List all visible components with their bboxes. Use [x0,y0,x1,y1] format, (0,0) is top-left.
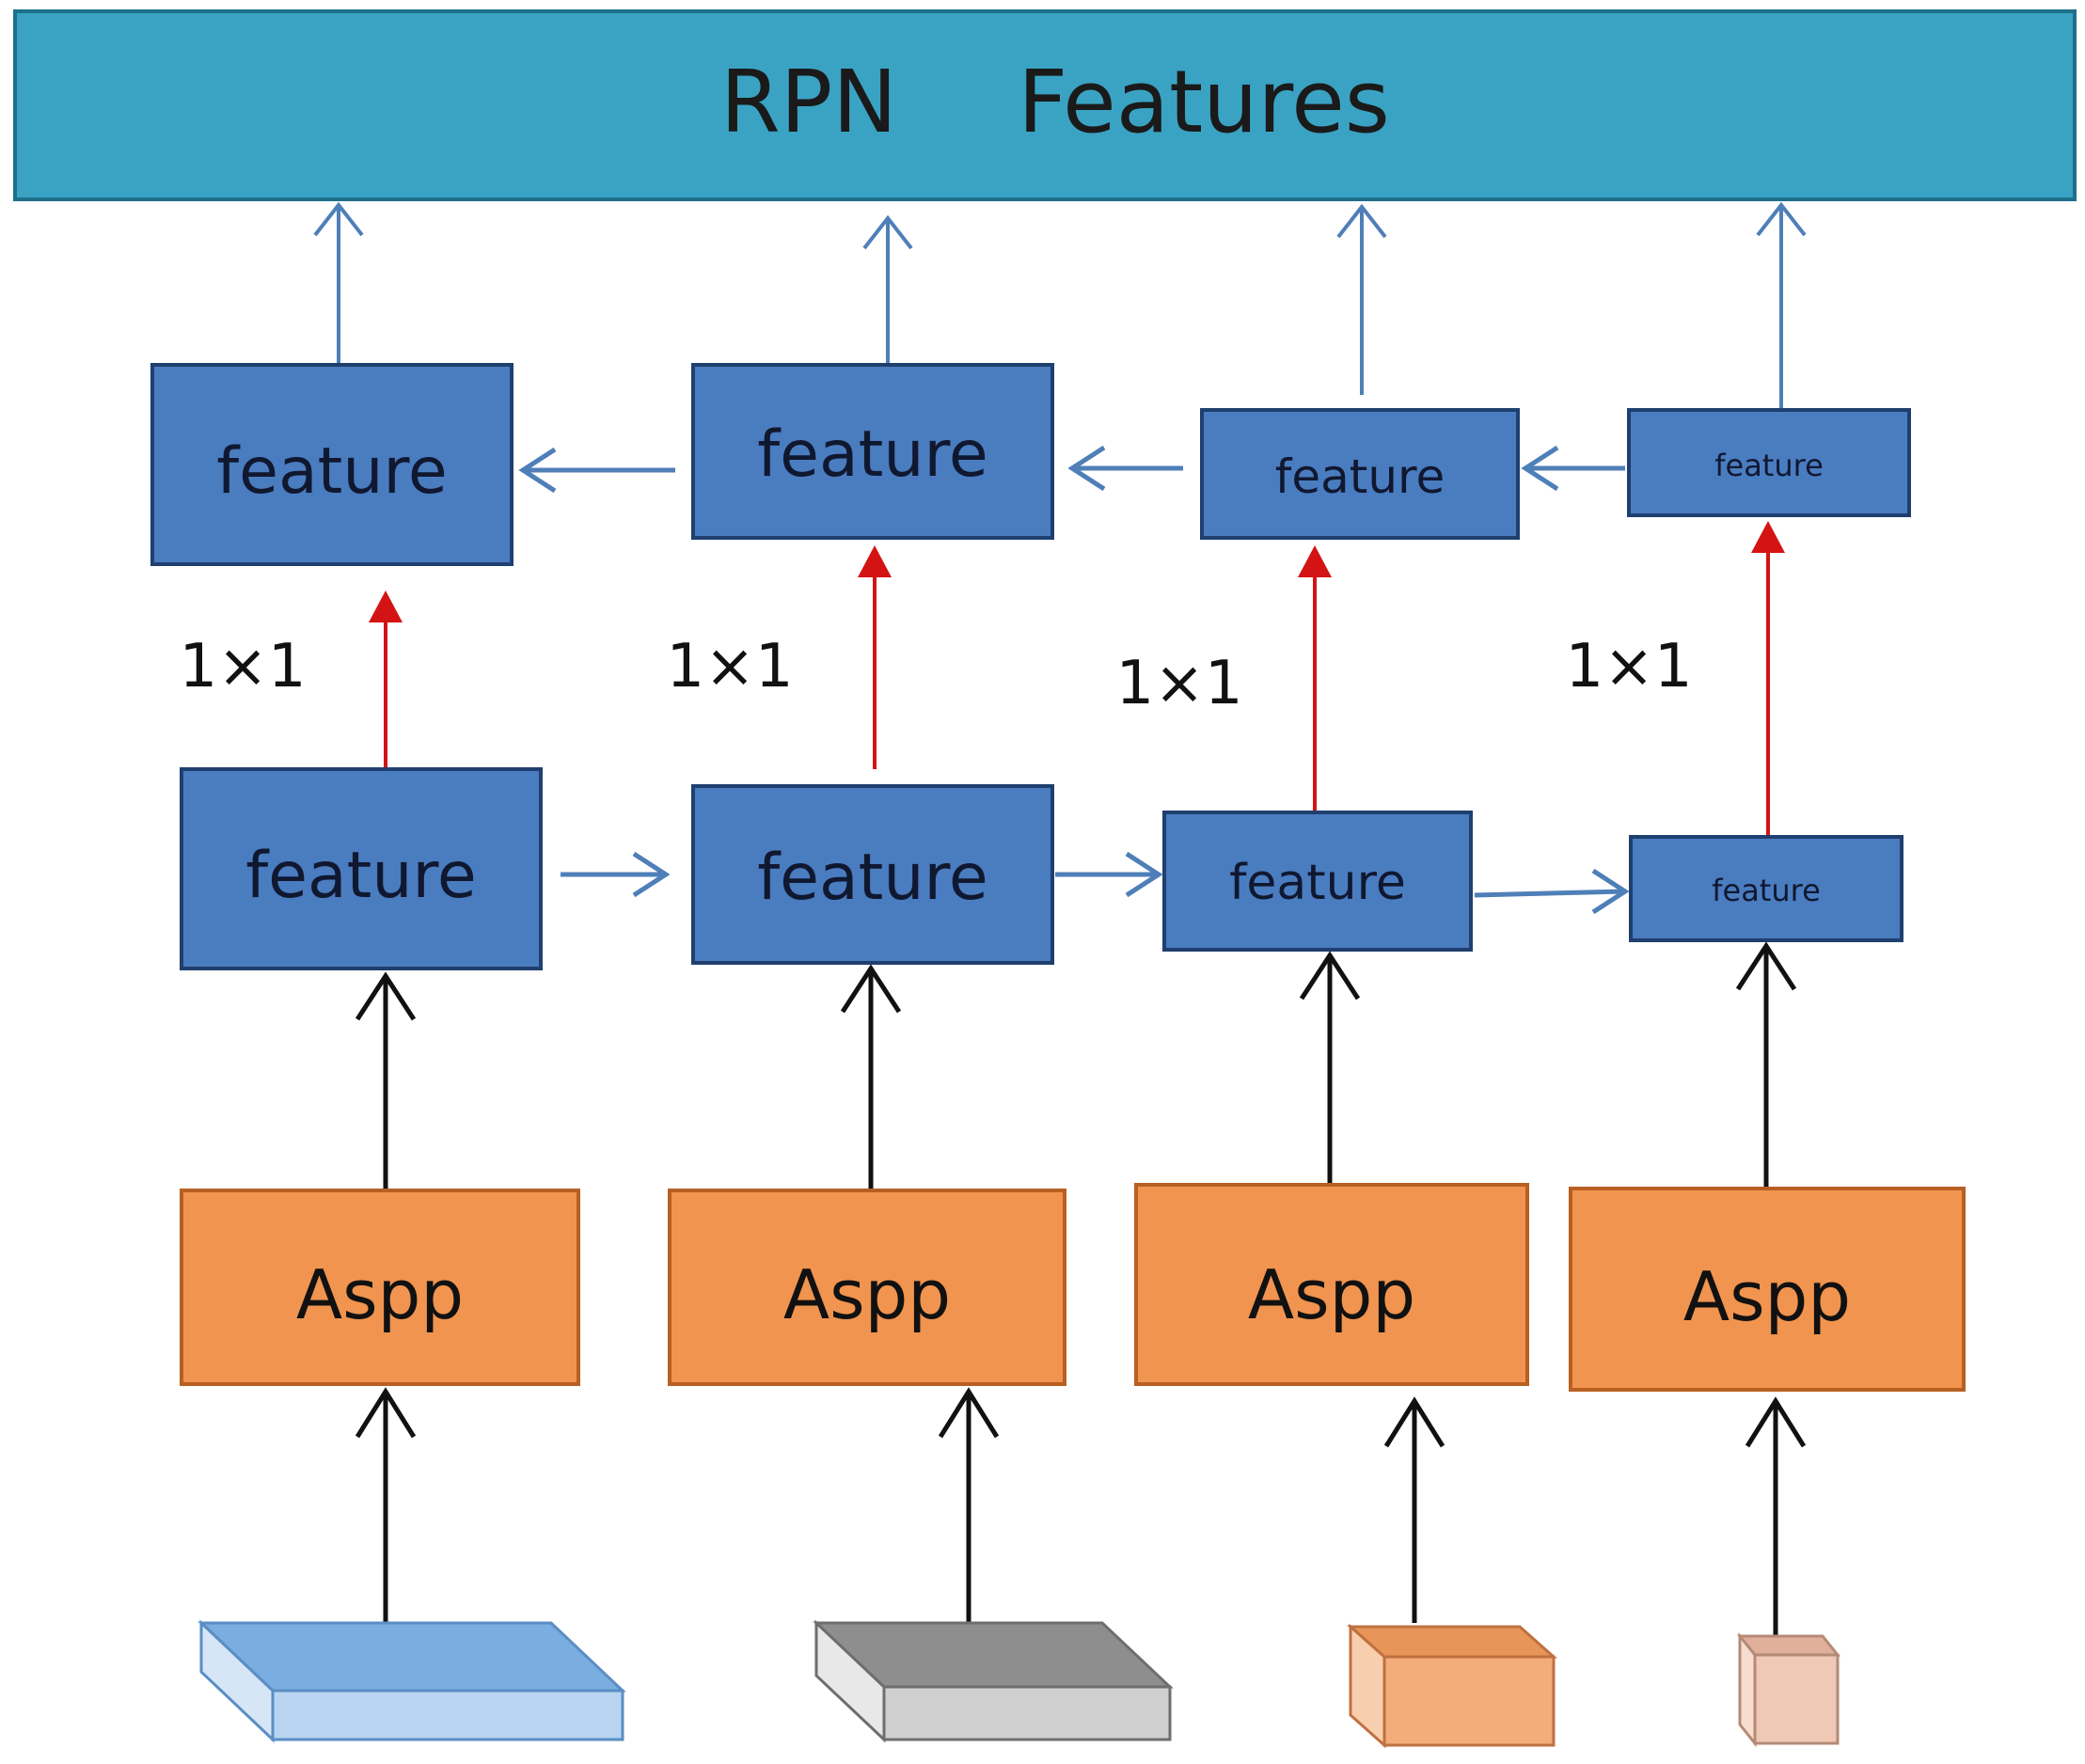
aspp-box-2 [668,1189,1066,1386]
bottom-up-arrows [561,851,1630,915]
rpn-features-header: RPN Features [13,9,2077,201]
mid-feature-label-4: feature [1712,873,1821,908]
top-feature-box-4 [1627,408,1911,517]
header-title-features: Features [1018,52,1390,152]
top-feature-label-2: feature [757,417,988,492]
top-feature-box-2 [691,363,1054,540]
top-feature-box-3 [1200,408,1520,540]
output-arrows [313,201,1807,410]
input-maps [197,1619,1841,1749]
top-feature-row: feature feature feature feature [150,363,1911,566]
mid-feature-box-3 [1162,811,1473,952]
aspp-label-4: Aspp [1683,1257,1851,1336]
mid-feature-box-4 [1629,835,1903,942]
aspp-label-2: Aspp [783,1255,951,1334]
input-map-blue [197,1619,626,1743]
conv-label-1: 1×1 [179,632,306,701]
mid-feature-box-1 [180,767,543,970]
conv-labels: 1×1 1×1 1×1 1×1 [179,632,1692,718]
aspp-label-3: Aspp [1248,1255,1415,1334]
conv-label-3: 1×1 [1115,649,1242,718]
middle-feature-row: feature feature feature feature [180,767,1903,970]
top-feature-label-4: feature [1714,448,1824,483]
conv-label-4: 1×1 [1565,632,1692,701]
top-feature-label-1: feature [216,434,448,509]
mid-feature-box-2 [691,784,1054,965]
mid-feature-label-3: feature [1229,855,1406,911]
conv-label-2: 1×1 [666,632,793,701]
top-feature-box-1 [150,363,513,566]
input-to-aspp-arrows [355,1387,1807,1636]
aspp-box-3 [1134,1183,1529,1386]
top-feature-label-3: feature [1275,449,1445,504]
aspp-row: Aspp Aspp Aspp Aspp [180,1183,1966,1392]
bottomup-arrow-3-to-4 [1474,889,1626,898]
aspp-box-1 [180,1189,580,1386]
input-map-gray [813,1619,1174,1743]
header-title-rpn: RPN [720,52,897,152]
input-map-orange [1347,1623,1557,1749]
mid-feature-label-1: feature [245,839,477,913]
top-down-arrows [518,445,1625,494]
aspp-to-feature-arrows [355,941,1797,1190]
conv-arrows [369,521,1785,837]
aspp-label-1: Aspp [296,1255,464,1334]
aspp-box-4 [1569,1187,1966,1392]
input-map-peach [1736,1631,1841,1748]
mid-feature-label-2: feature [757,841,988,915]
